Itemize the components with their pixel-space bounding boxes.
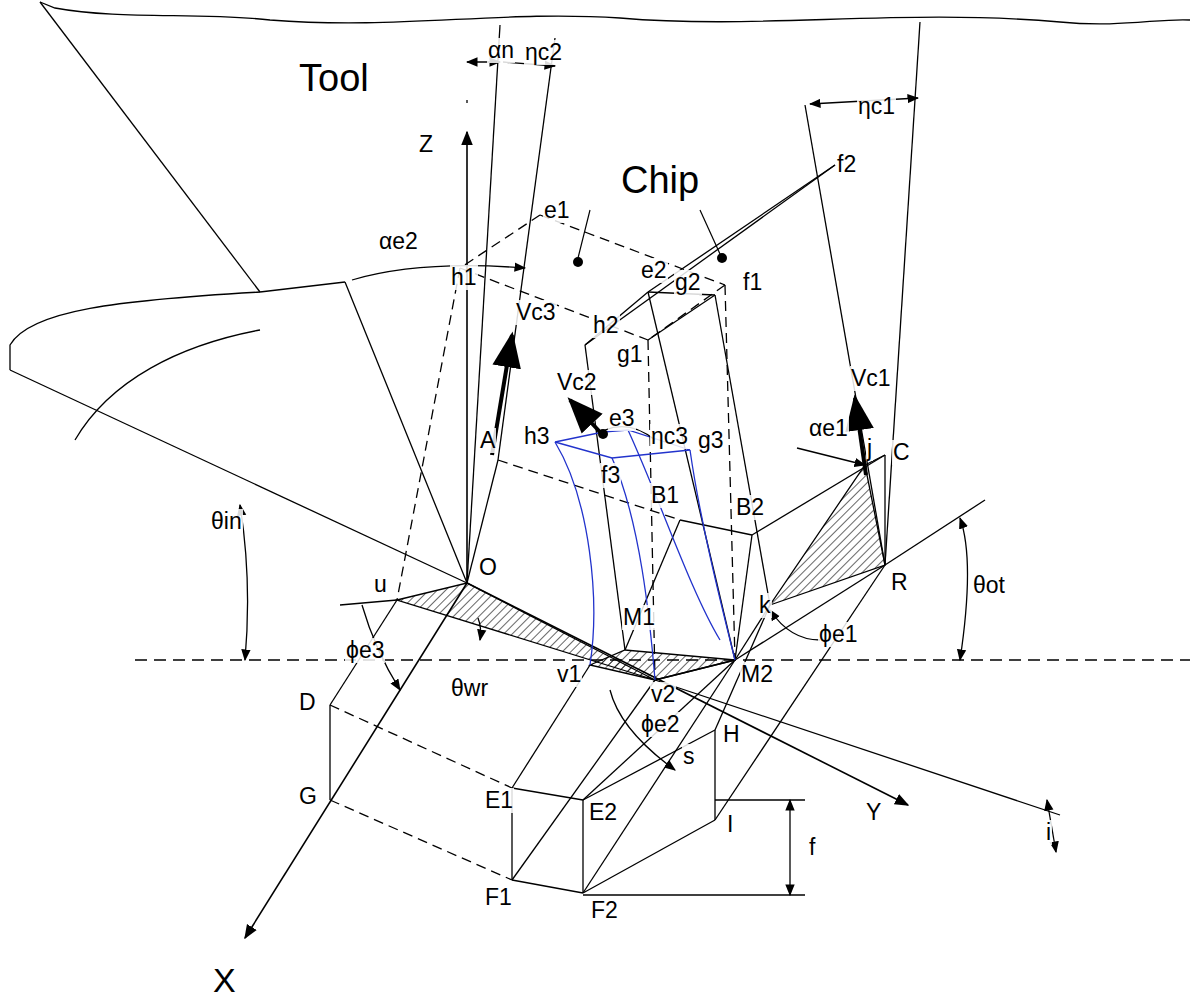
point-label: f1 [742,270,763,295]
point-label: f2 [836,152,857,177]
point-label: e3 [608,406,636,431]
point-label: αn [487,38,515,63]
point-label: Chip [620,160,700,202]
point-label: ϕe2 [640,712,680,737]
point-label: g3 [697,428,725,453]
point-label: ηc2 [524,40,563,65]
point-label: E2 [588,800,618,825]
point-label: g1 [616,342,644,367]
point-label: H [722,722,741,747]
point-label: g2 [674,270,702,295]
point-label: X [212,962,237,999]
point-label: F1 [484,885,513,910]
point-label: M2 [740,662,774,687]
point-label: e2 [640,258,668,283]
point-label: αe2 [378,229,419,254]
point-label: v2 [650,682,676,707]
point-label: Vc1 [850,366,892,391]
point-label: B2 [735,495,765,520]
point-label: j [866,436,873,461]
point-label: h2 [592,313,620,338]
point-label: f3 [600,463,621,488]
point-label: I [726,812,734,837]
point-label: ϕe1 [818,622,858,647]
point-label: R [890,570,909,595]
point-label: Y [865,800,882,825]
point-label: k [758,593,772,618]
point-label: Vc3 [515,300,557,325]
point-label: i [1045,820,1052,845]
point-label: ηc1 [857,94,896,119]
point-label: θot [972,573,1006,598]
point-label: θwr [450,676,489,701]
point-label: f [808,835,816,860]
point-label: C [892,440,911,465]
point-label: B1 [650,483,680,508]
point-label: h1 [450,265,478,290]
point-label: O [478,555,498,580]
point-label: u [373,572,388,597]
point-label: ϕe3 [345,638,385,663]
point-label: αe1 [808,416,849,441]
point-label: ηc3 [650,424,689,449]
point-label: F2 [590,898,619,923]
point-label: D [298,690,317,715]
point-label: e1 [543,198,571,223]
point-label: M1 [622,605,656,630]
point-label: s [682,744,696,769]
point-label: G [298,784,318,809]
point-label: Vc2 [556,370,598,395]
point-label: A [479,428,496,453]
point-label: Z [418,132,434,157]
point-label: v1 [556,662,582,687]
point-label: E1 [484,788,514,813]
point-label: θin [210,509,243,534]
point-label: Tool [298,58,370,100]
point-label: h3 [523,424,551,449]
